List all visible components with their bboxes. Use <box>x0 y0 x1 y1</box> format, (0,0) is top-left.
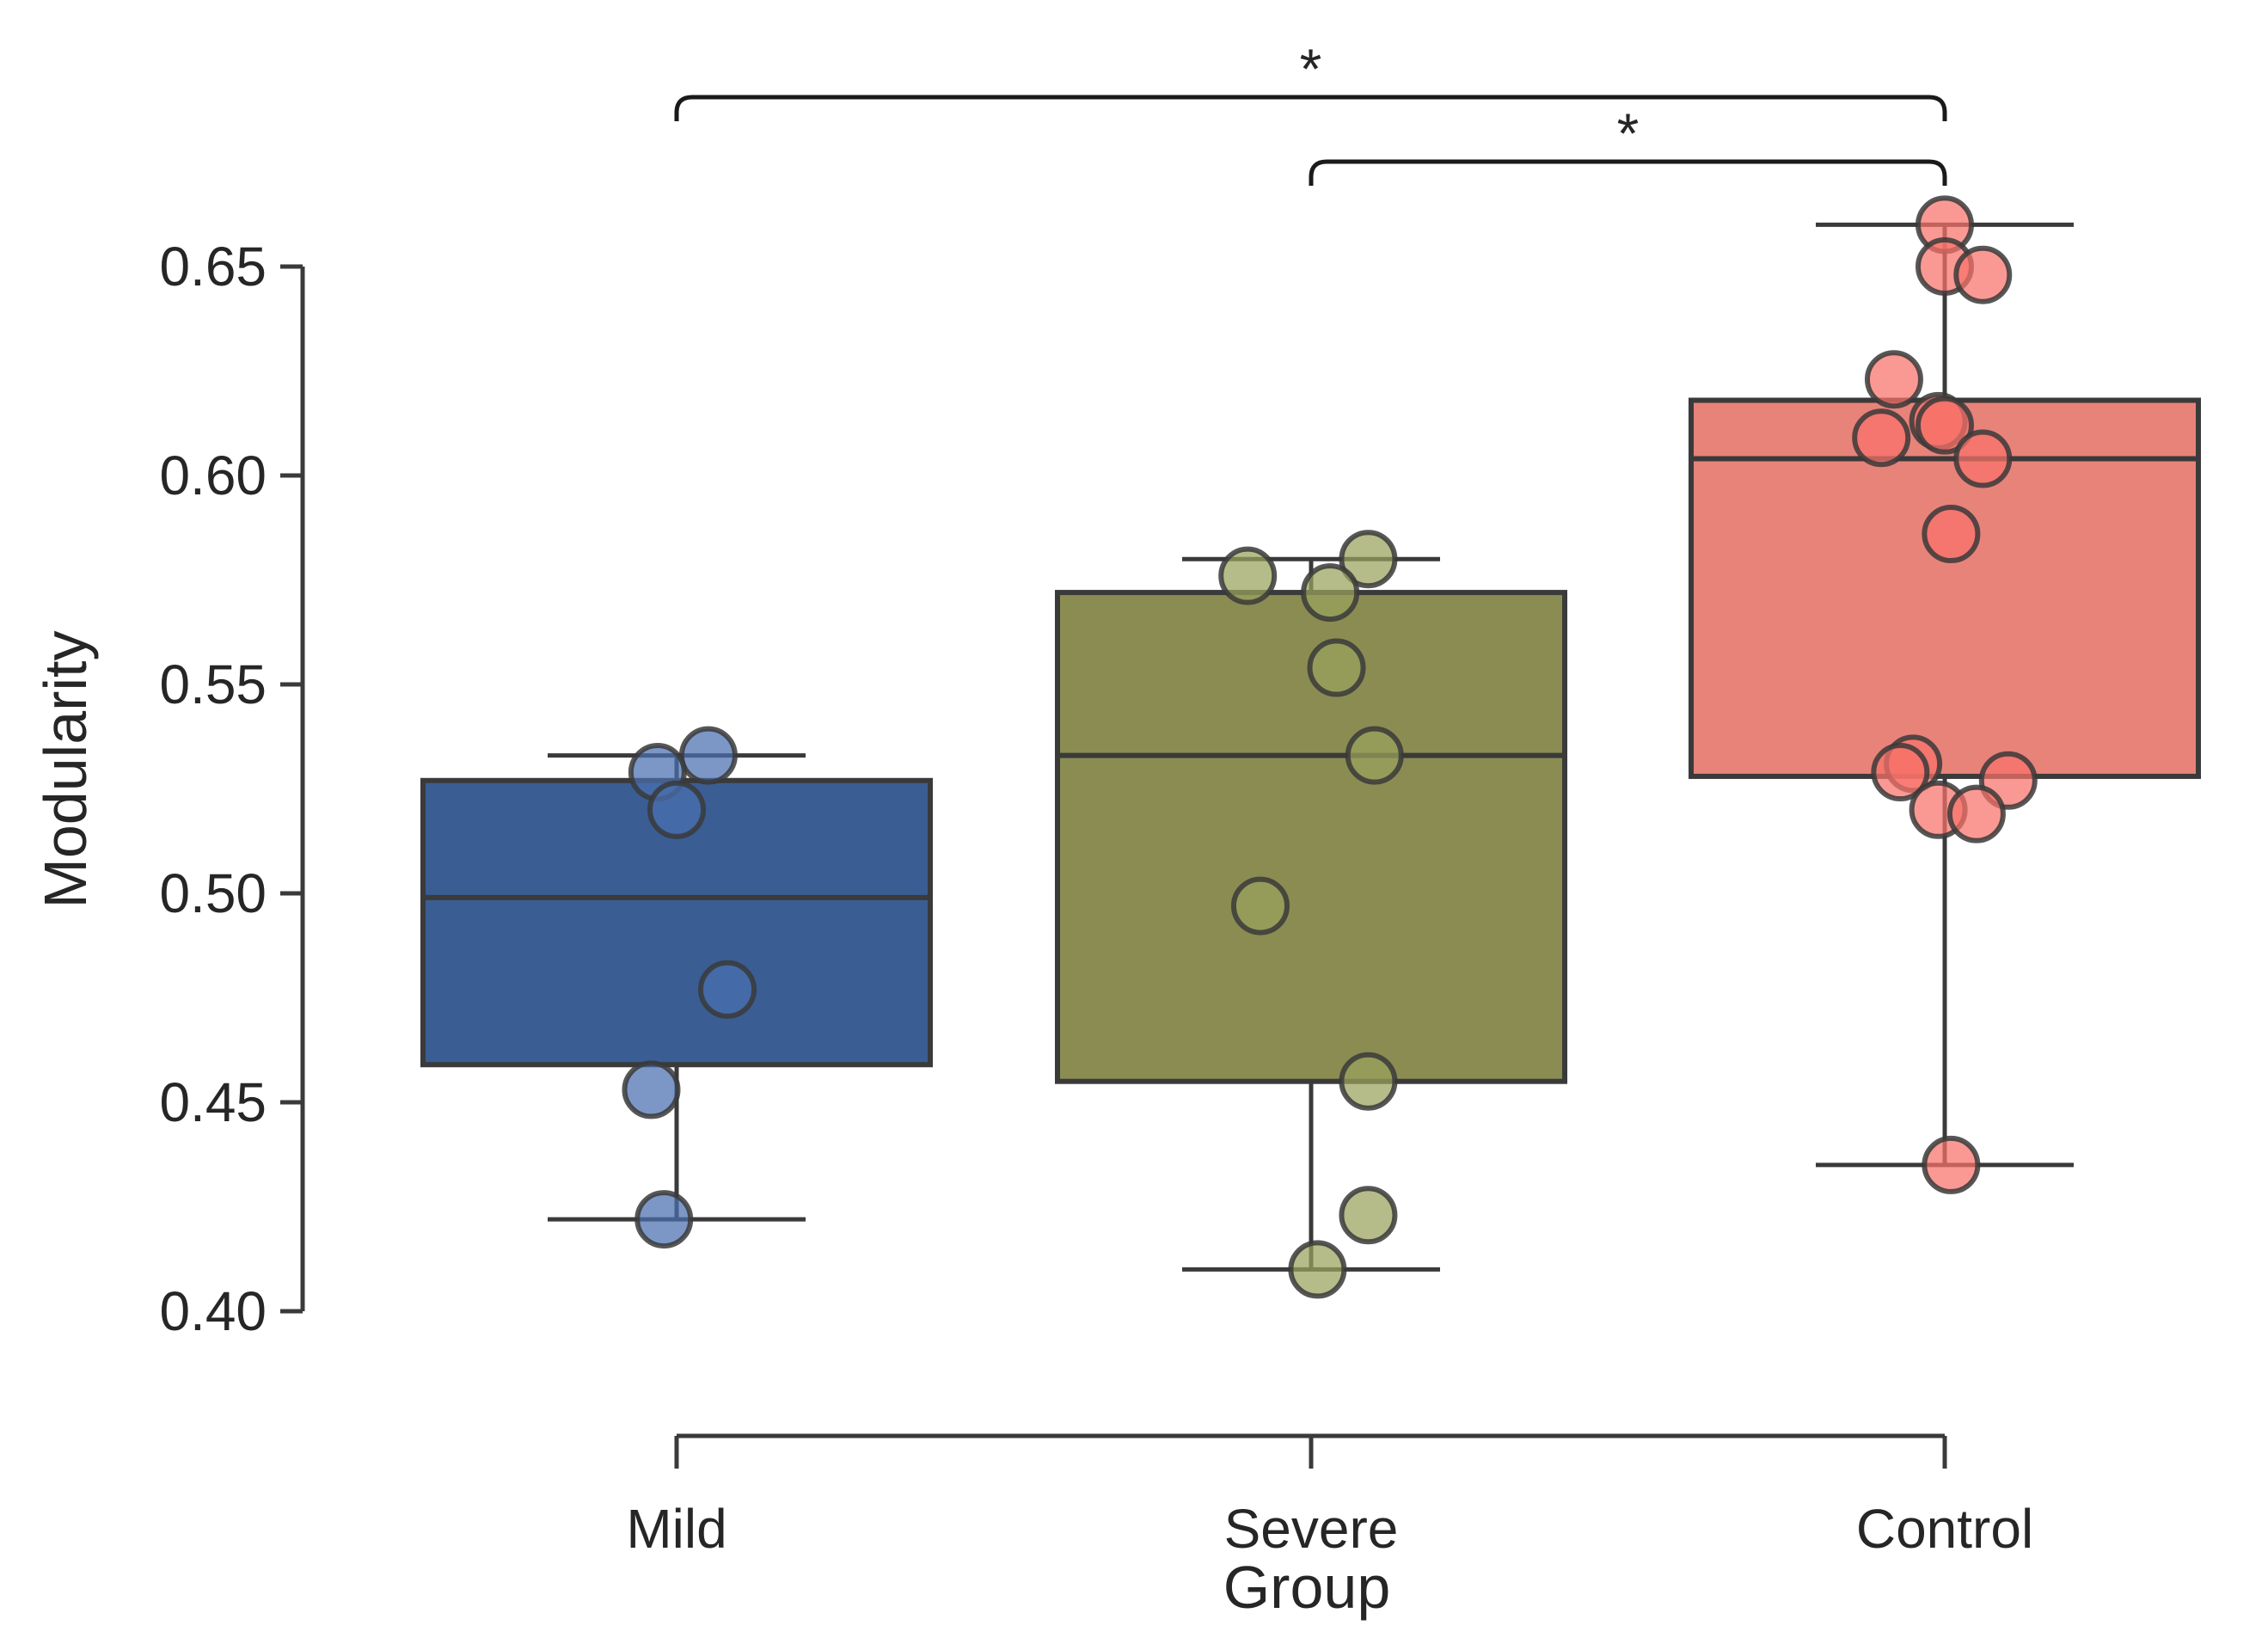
y-tick-label: 0.65 <box>159 236 267 297</box>
box-control <box>1689 222 2201 1168</box>
data-point <box>1307 638 1366 697</box>
data-point <box>678 726 738 785</box>
data-point <box>1339 530 1398 589</box>
significance-label: * <box>1617 101 1640 165</box>
data-point <box>1339 1052 1398 1111</box>
data-point <box>698 960 757 1019</box>
data-point <box>1946 784 2006 843</box>
x-tick-label-severe: Severe <box>1224 1498 1399 1560</box>
significance-label: * <box>1300 37 1322 101</box>
x-axis-label: Group <box>1223 1554 1391 1621</box>
significance-brackets: ** <box>674 37 1947 186</box>
data-point <box>1345 726 1404 785</box>
bracket-line <box>674 95 1947 121</box>
significance-bracket-severe-control: * <box>1309 101 1947 186</box>
data-point <box>1871 743 1930 802</box>
bracket-line <box>1309 159 1947 186</box>
data-point <box>1953 245 2013 304</box>
data-point <box>1953 429 2013 488</box>
y-axis: 0.40 0.45 0.50 0.55 0.60 0.65 <box>159 236 305 1342</box>
data-point <box>1916 396 1974 455</box>
data-point <box>622 1060 681 1119</box>
data-point <box>1301 563 1360 623</box>
data-point <box>634 1190 694 1249</box>
y-tick-label: 0.40 <box>159 1280 267 1342</box>
data-point <box>1922 505 1981 564</box>
y-tick-label: 0.55 <box>159 653 267 715</box>
y-axis-label: Modularity <box>32 631 99 909</box>
data-point <box>1922 1135 1981 1194</box>
iqr-box <box>1689 397 2201 779</box>
data-point <box>647 780 706 839</box>
points-control <box>1852 195 2038 1194</box>
data-point <box>1852 408 1911 468</box>
x-tick-label-mild: Mild <box>626 1498 726 1560</box>
points-mild <box>622 726 757 1249</box>
y-tick-label: 0.50 <box>159 862 267 924</box>
significance-bracket-mild-control: * <box>674 37 1947 121</box>
data-point <box>1864 350 1923 409</box>
data-point <box>1218 546 1278 605</box>
points-severe <box>1218 530 1404 1299</box>
data-point <box>1288 1240 1347 1299</box>
y-tick-label: 0.45 <box>159 1071 267 1133</box>
x-tick-label-control: Control <box>1856 1498 2033 1560</box>
y-tick-label: 0.60 <box>159 445 267 506</box>
data-point <box>1339 1186 1398 1245</box>
point-series <box>622 195 2038 1299</box>
x-axis: Mild Severe Control <box>626 1433 2033 1560</box>
data-point <box>1230 876 1290 935</box>
